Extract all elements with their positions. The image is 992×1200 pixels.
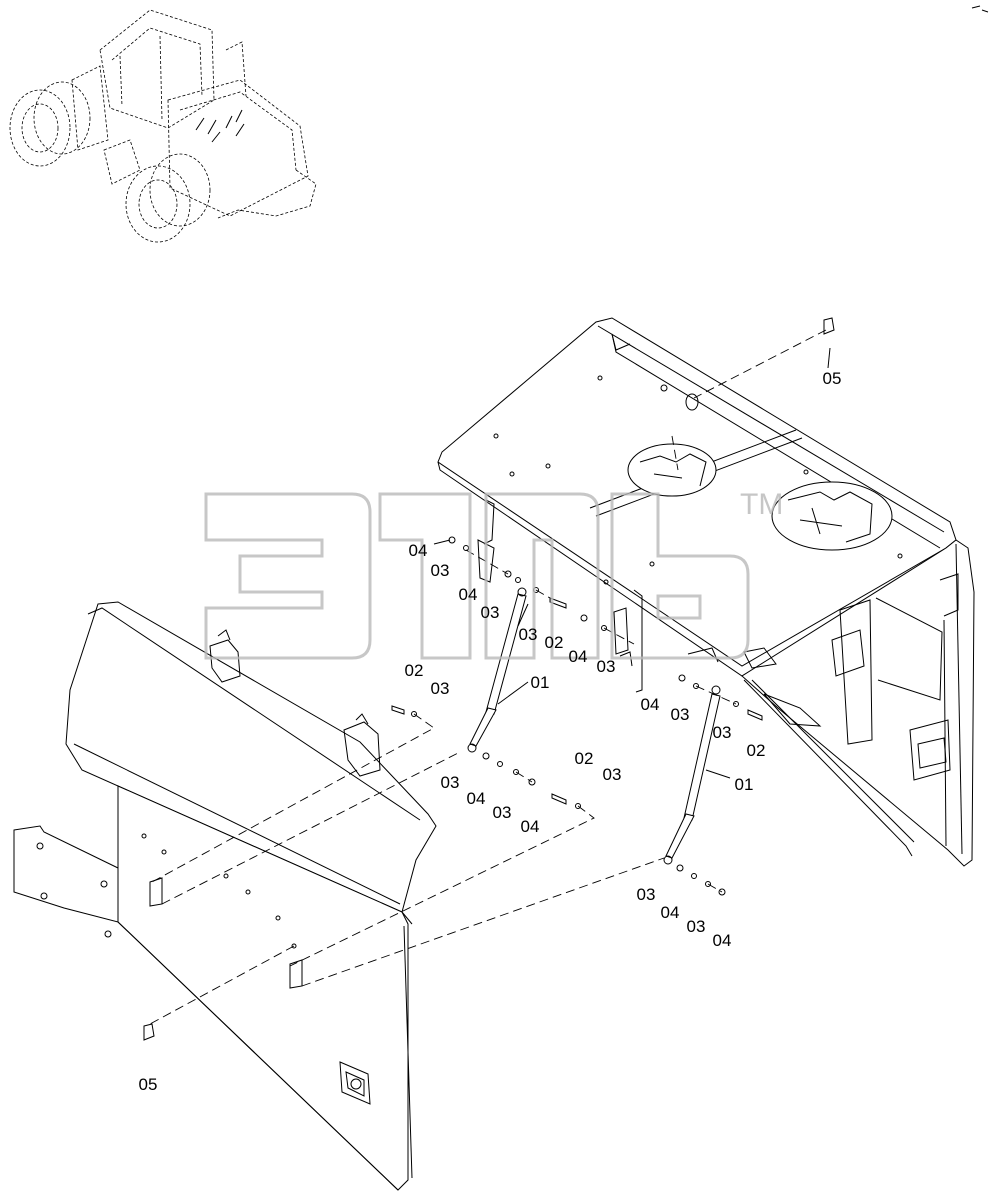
- callout-03: 03: [481, 603, 500, 622]
- callout-02: 02: [575, 749, 594, 768]
- callout-03: 03: [637, 885, 656, 904]
- callout-03: 03: [713, 723, 732, 742]
- callout-03: 03: [603, 765, 622, 784]
- callout-05: 05: [139, 1075, 158, 1094]
- callout-02: 02: [545, 633, 564, 652]
- callout-03: 03: [687, 917, 706, 936]
- upper-brackets: [477, 499, 643, 693]
- callout-04: 04: [661, 903, 680, 922]
- watermark-tm: TM: [740, 488, 783, 521]
- callout-02: 02: [747, 741, 766, 760]
- callout-02: 02: [405, 661, 424, 680]
- callout-04: 04: [459, 585, 478, 604]
- callout-01: 01: [531, 673, 550, 692]
- callout-05: 05: [823, 369, 842, 388]
- hood-right-side-panel: [687, 539, 975, 867]
- hood-front-cover: [13, 601, 437, 1191]
- hood-top-panel: [437, 317, 957, 677]
- callout-04: 04: [521, 817, 540, 836]
- callout-03: 03: [671, 705, 690, 724]
- callout-03: 03: [519, 625, 538, 644]
- assembly-lines: [149, 329, 831, 1025]
- callout-03: 03: [493, 803, 512, 822]
- fasteners: [143, 317, 835, 1041]
- callout-04: 04: [641, 695, 660, 714]
- corner-mark: [971, 5, 989, 13]
- callout-04: 04: [467, 789, 486, 808]
- machine-locator-thumbnail: [9, 9, 317, 243]
- callout-03: 03: [431, 561, 450, 580]
- callout-04: 04: [713, 931, 732, 950]
- callout-03: 03: [441, 773, 460, 792]
- callout-04: 04: [409, 541, 428, 560]
- watermark-logo: TM: [204, 488, 783, 660]
- callout-04: 04: [569, 647, 588, 666]
- gas-strut-right: [663, 685, 721, 865]
- callout-03: 03: [597, 657, 616, 676]
- gas-strut-left: [467, 587, 527, 753]
- callout-01: 01: [735, 775, 754, 794]
- callout-03: 03: [431, 679, 450, 698]
